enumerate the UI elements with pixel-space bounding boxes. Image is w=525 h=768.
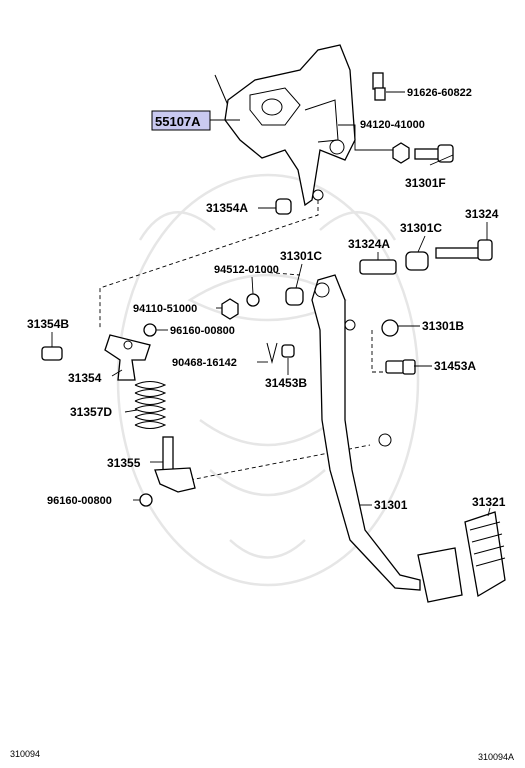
- label-90468-16142[interactable]: 90468-16142: [172, 357, 237, 369]
- leader-lines: [51, 91, 491, 517]
- label-31357d[interactable]: 31357D: [70, 405, 112, 419]
- label-31324[interactable]: 31324: [465, 207, 499, 221]
- label-31354[interactable]: 31354: [68, 371, 102, 385]
- label-31354a[interactable]: 31354A: [206, 201, 248, 215]
- bolt-31301f: [414, 144, 454, 163]
- label-55107a-highlight: [151, 110, 211, 131]
- bolt-31453a: [385, 359, 416, 375]
- washer-94512: [246, 293, 260, 307]
- clip-96160-upper: [143, 323, 157, 337]
- label-91626-60822[interactable]: 91626-60822: [407, 87, 472, 99]
- footer-code-left: 310094: [10, 749, 40, 759]
- bushing-31354a: [275, 198, 292, 215]
- footer-code-right: 310094A: [478, 752, 514, 762]
- stopper-31301b: [381, 319, 399, 337]
- label-31453a[interactable]: 31453A: [434, 359, 476, 373]
- label-31301c[interactable]: 31301C: [400, 221, 442, 235]
- nut-94120: [392, 142, 410, 164]
- clip-96160-lower: [139, 493, 153, 507]
- collar-31301c: [405, 251, 429, 271]
- bushing-31301c-lower: [285, 287, 304, 306]
- spring-31357d: [134, 381, 167, 429]
- pedal-arm-31301: [311, 274, 463, 603]
- label-31301b[interactable]: 31301B: [422, 319, 464, 333]
- label-96160-00800-upper[interactable]: 96160-00800: [170, 325, 235, 337]
- bolt-91626: [372, 72, 386, 101]
- pedal-pad-31321: [464, 511, 506, 598]
- bushing-31354b: [41, 346, 63, 361]
- label-31324a[interactable]: 31324A: [348, 237, 390, 251]
- label-55107a[interactable]: 55107A: [155, 114, 201, 129]
- label-31301f[interactable]: 31301F: [405, 176, 446, 190]
- label-96160-00800-lower[interactable]: 96160-00800: [47, 495, 112, 507]
- label-31453b[interactable]: 31453B: [265, 376, 307, 390]
- part-labels: 55107A 91626-60822 94120-41000 31301F 31…: [27, 87, 506, 512]
- nut-94110: [221, 298, 239, 320]
- label-94110-51000[interactable]: 94110-51000: [133, 303, 197, 315]
- label-31301c-lower[interactable]: 31301C: [280, 249, 322, 263]
- pedal-bracket-55107a: [214, 44, 356, 207]
- label-94120-41000[interactable]: 94120-41000: [360, 119, 425, 131]
- bushing-31324a: [359, 259, 397, 275]
- label-31301[interactable]: 31301: [374, 498, 408, 512]
- clip-90468: [266, 342, 278, 364]
- label-31355[interactable]: 31355: [107, 456, 141, 470]
- bolt-31324: [435, 239, 493, 261]
- assembly-guide-lines: [99, 149, 392, 481]
- bushing-31453b: [281, 344, 295, 358]
- label-31321[interactable]: 31321: [472, 495, 506, 509]
- rod-31355: [154, 436, 196, 493]
- label-94512-01000[interactable]: 94512-01000: [214, 264, 279, 276]
- label-31354b[interactable]: 31354B: [27, 317, 69, 331]
- pushrod-31354: [104, 334, 151, 381]
